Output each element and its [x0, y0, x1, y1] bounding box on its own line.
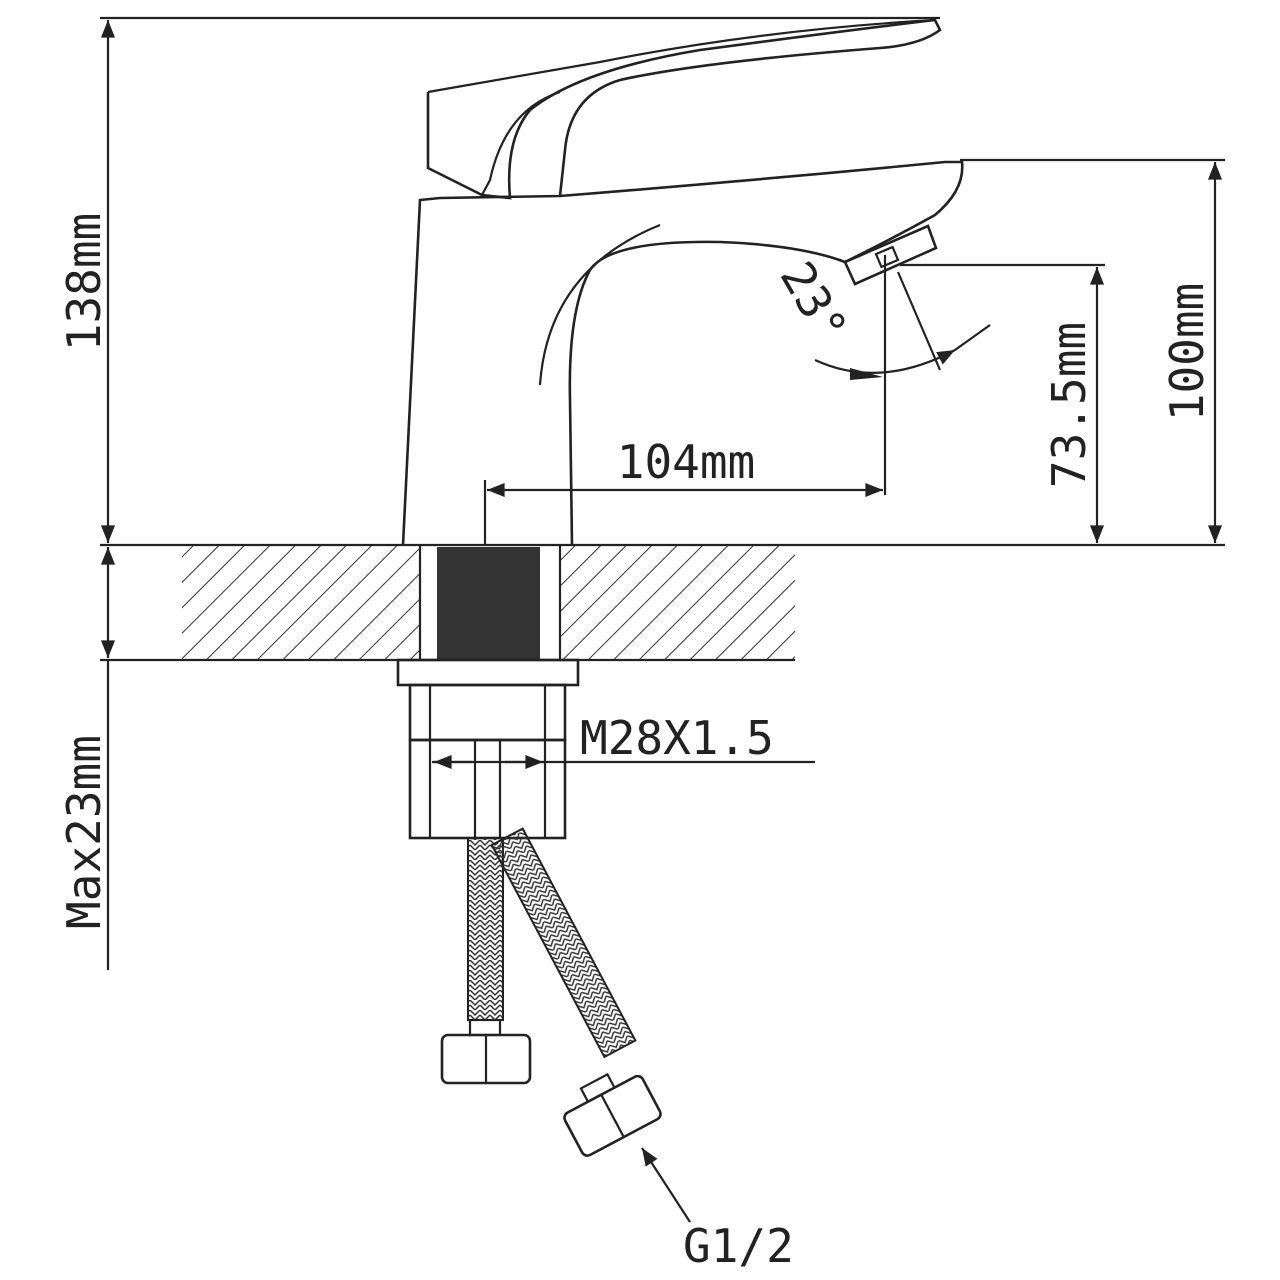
faucet-body	[401, 160, 964, 546]
hose-connection-label: G1/2	[683, 1219, 794, 1273]
supply-hoses	[440, 827, 662, 1157]
mounting-nut	[396, 658, 580, 840]
spout-height-label: 100mm	[1160, 283, 1214, 421]
outlet-height-label: 73.5mm	[1042, 322, 1096, 488]
outlet-angle-label: 23°	[770, 253, 858, 352]
spout-reach-label: 104mm	[617, 435, 755, 489]
total-height-label: 138mm	[57, 213, 111, 351]
faucet-handle	[426, 18, 942, 200]
max-thickness-label: Max23mm	[57, 735, 111, 929]
dimension-lines	[100, 16, 1225, 1223]
countertop	[100, 543, 1225, 662]
thread-label: M28X1.5	[580, 711, 774, 765]
